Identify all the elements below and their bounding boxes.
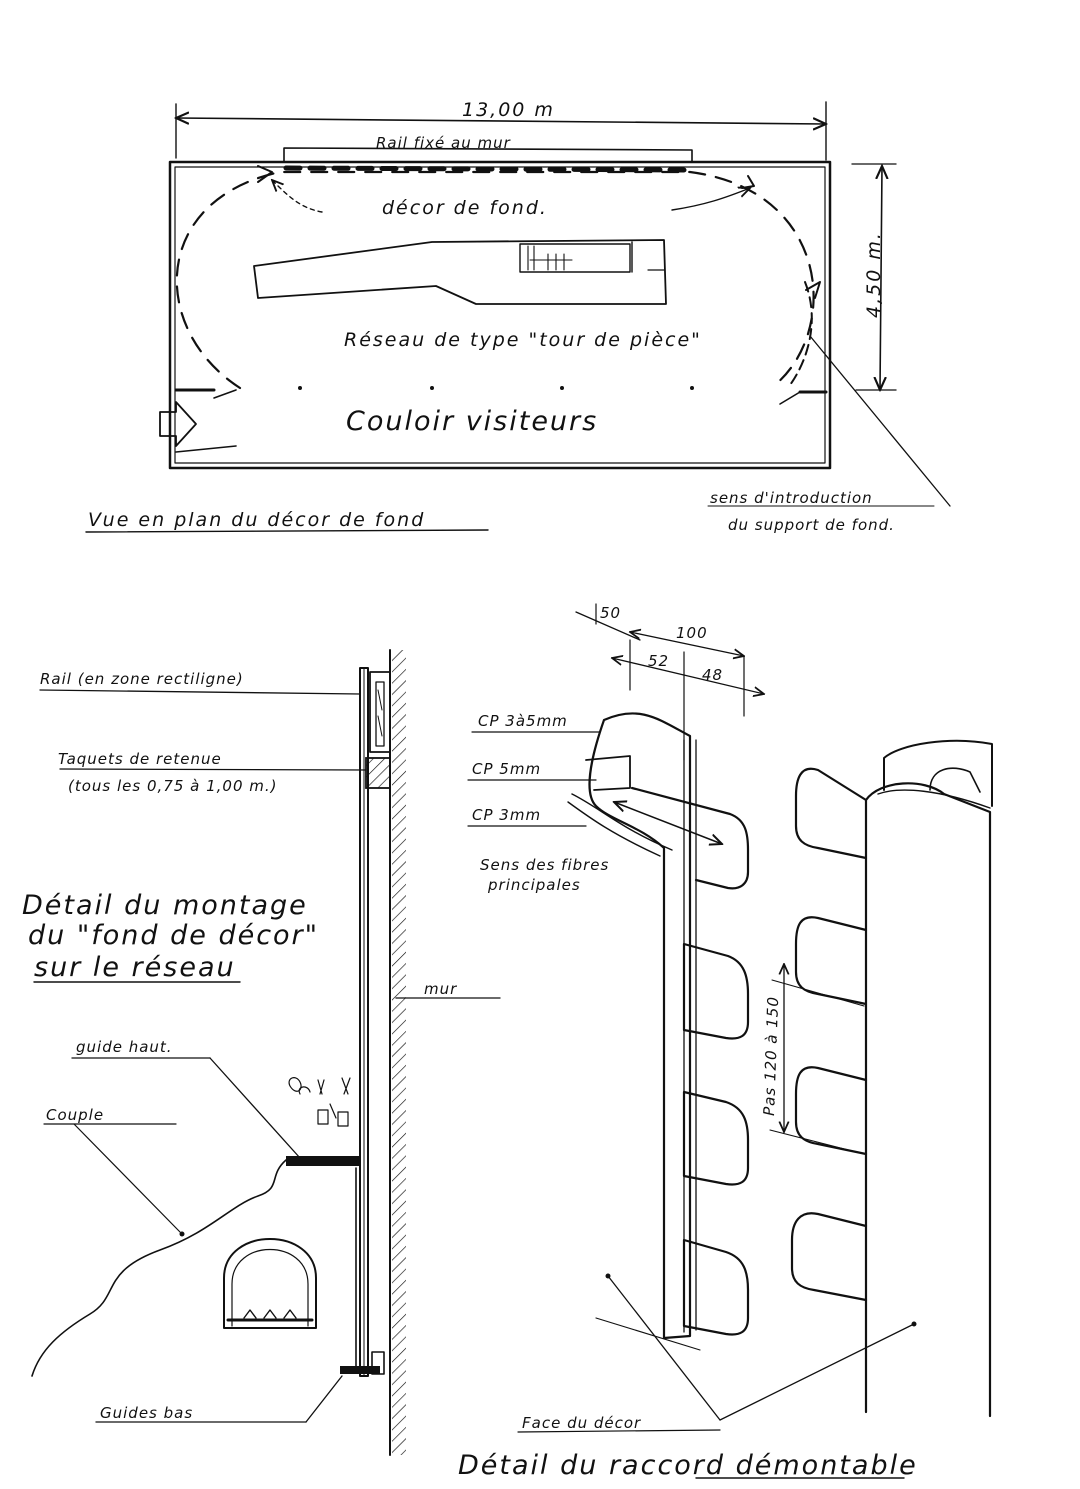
mur-label: mur [424,980,457,998]
dim-length-line [176,118,826,124]
tunnel-portal [223,1238,317,1329]
rail-label: Rail fixé au mur [376,134,511,152]
fibres-label-1: Sens des fibres [480,856,609,874]
couple-label: Couple [46,1106,104,1124]
couple-profile [31,1159,287,1377]
section-detail: Rail (en zone rectiligne) Taquets de ret… [22,649,501,1456]
room-outline [168,160,832,470]
cp3-label: CP 3mm [472,806,541,824]
rail-profile [369,671,391,753]
corridor-label: Couloir visiteurs [346,406,598,437]
dim-52: 52 [648,652,669,670]
rail-section-label: Rail (en zone rectiligne) [40,670,244,688]
joint-detail: 50 100 52 48 CP 3à5mm CP 5mm CP 3mm Sens… [458,603,993,1481]
top-tenon [630,786,750,890]
dim-50: 50 [600,604,621,622]
dim-length-label: 13,00 m [462,99,555,121]
pas-label: Pas 120 à 150 [760,996,782,1116]
taquets-label-1: Taquets de retenue [58,750,222,768]
right-tenons [790,767,868,1302]
left-tenons [682,942,750,1336]
dim-48: 48 [702,666,723,684]
rail-dashes [283,165,693,173]
entry-arrow-icon [159,401,197,447]
section-title-1: Détail du montage [22,890,308,921]
fibres-label-2: principales [487,876,581,894]
taquet [365,757,391,789]
face-label: Face du décor [522,1414,641,1432]
dim-width-line [880,166,882,390]
wall-hatch [392,650,406,1455]
figures-doodle [288,1077,351,1127]
loop-bottom-dots [298,386,694,390]
plan-caption: Vue en plan du décor de fond [88,509,425,531]
rail-bracket [283,147,693,163]
cp2-label: CP 5mm [472,760,541,778]
joint-title: Détail du raccord démontable [458,1450,918,1481]
dim-100: 100 [676,624,708,642]
section-title-2: du "fond de décor" [28,920,319,951]
direction-label-2: du support de fond. [728,516,895,534]
taquets-label-2: (tous les 0,75 à 1,00 m.) [68,777,278,795]
section-title-3: sur le réseau [34,952,236,983]
network-label: Réseau de type "tour de pièce" [344,329,702,351]
dim-width-label: 4,50 m. [863,231,885,318]
decor-label: décor de fond. [382,197,548,219]
central-layout [253,239,667,305]
upper-guide [286,1156,360,1166]
guide-haut-label: guide haut. [76,1038,173,1056]
lower-guide [340,1366,380,1374]
backdrop-loop [175,170,815,390]
right-panel [864,782,992,1418]
direction-label-1: sens d'introduction [710,489,873,507]
guides-bas-label: Guides bas [100,1404,193,1422]
cp1-label: CP 3à5mm [478,712,568,730]
left-panel [588,712,692,1340]
fibre-arrow [614,802,722,844]
plan-view: 13,00 m Rail fixé au mur décor de fond. [85,99,951,534]
